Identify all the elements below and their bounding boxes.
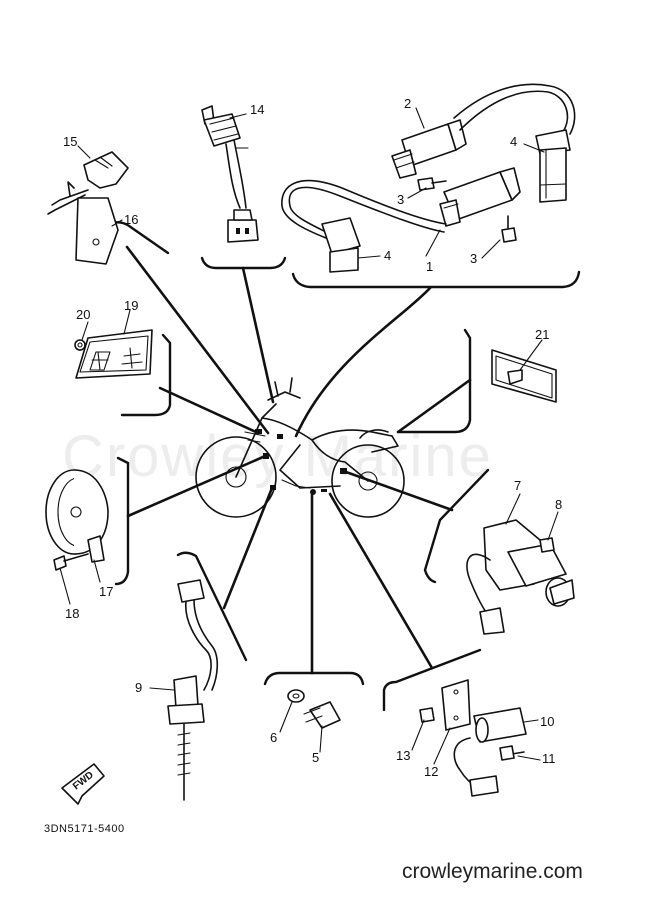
bracket-relay: [382, 648, 482, 712]
leader-21: [396, 378, 472, 434]
callout-3-upper: 3: [397, 192, 404, 207]
callout-3-lower: 3: [470, 251, 477, 266]
callout-1: 1: [426, 259, 433, 274]
callout-labels: 1 2 3 3 4 4 5 6 7 8 9 10 11 12 13 14 15 …: [63, 96, 562, 779]
drawing-code: 3DN5171-5400: [44, 823, 125, 835]
switch-part-14: [201, 105, 259, 243]
leader-19: [158, 386, 258, 434]
leader-horn: [126, 455, 265, 518]
callout-20: 20: [76, 307, 90, 322]
leader-top-left: [125, 245, 270, 435]
reflector-part-21: [491, 349, 557, 403]
bolt-washer-part-5-6: [287, 689, 341, 729]
horn-part-17: [45, 469, 109, 571]
callout-6: 6: [270, 730, 277, 745]
bracket-19: [120, 333, 172, 417]
bracket-switch: [423, 468, 490, 584]
bracket-horn: [114, 456, 130, 586]
callout-8: 8: [555, 497, 562, 512]
bracket-21: [396, 328, 472, 434]
watermark-text: Crowley Marine: [62, 424, 493, 489]
forward-direction-arrow: FWD: [61, 763, 105, 805]
callout-5: 5: [312, 750, 319, 765]
callout-10: 10: [540, 714, 554, 729]
callout-15: 15: [63, 134, 77, 149]
sensor-part-9: [167, 579, 219, 801]
callout-13: 13: [396, 748, 410, 763]
callout-19: 19: [124, 298, 138, 313]
ignition-switch-part-7: [466, 519, 575, 635]
reflector-part-19: [74, 329, 153, 379]
callout-7: 7: [514, 478, 521, 493]
callout-18: 18: [65, 606, 79, 621]
callout-11: 11: [542, 751, 556, 766]
callout-9: 9: [135, 680, 142, 695]
bracket-14: [200, 256, 287, 270]
callout-14: 14: [250, 102, 264, 117]
leader-switch: [344, 470, 454, 512]
headlight-bulb-part: [47, 151, 129, 265]
ignition-coil-assembly: [281, 83, 576, 273]
callout-4-right: 4: [510, 134, 517, 149]
callout-leaders: [59, 107, 559, 765]
relay-part-10-13: [419, 679, 527, 797]
callout-17: 17: [99, 584, 113, 599]
site-footer-text: crowleymarine.com: [402, 860, 583, 883]
callout-12: 12: [424, 764, 438, 779]
leader-coil: [294, 286, 432, 438]
leader-9: [222, 486, 274, 610]
bracket-5-6: [263, 671, 365, 686]
leader-relay: [328, 492, 434, 670]
callout-4-left: 4: [384, 248, 391, 263]
bracket-9: [176, 551, 248, 662]
callout-21: 21: [535, 327, 549, 342]
leader-14: [241, 266, 275, 404]
callout-16: 16: [124, 212, 138, 227]
callout-2: 2: [404, 96, 411, 111]
bracket-coil: [291, 270, 581, 289]
motorcycle-silhouette: [195, 377, 405, 518]
